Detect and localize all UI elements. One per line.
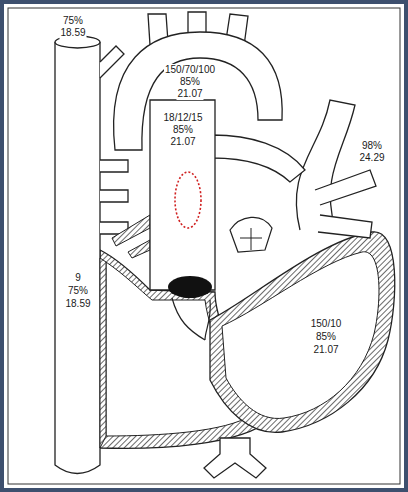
measurement-label: 9	[74, 272, 82, 284]
measurement-label: 21.07	[312, 344, 339, 356]
valve-leaflets	[172, 298, 210, 340]
measurement-label: 85%	[172, 124, 194, 136]
measurement-label: 75%	[62, 15, 84, 27]
measurement-label: 150/70/100	[164, 64, 216, 76]
measurement-label: 21.07	[176, 88, 203, 100]
inner-frame	[8, 8, 400, 484]
measurement-label: 85%	[315, 331, 337, 343]
left-ventricle-apex	[296, 100, 355, 230]
right-pulmonary-branches	[100, 160, 128, 234]
measurement-label: 18.59	[59, 27, 86, 39]
measurement-label: 21.07	[169, 136, 196, 148]
aortic-valve	[230, 217, 272, 252]
aorta-bifurcation	[204, 438, 266, 478]
valve-stenosis	[168, 276, 212, 298]
measurement-label: 98%	[361, 140, 383, 152]
left-ventricle-cavity	[222, 252, 379, 419]
measurement-label: 150/10	[310, 318, 343, 330]
pulmonary-artery	[150, 100, 215, 290]
valve-detail	[240, 228, 262, 250]
dilatation-marker	[175, 172, 201, 228]
pulmonary-veins	[315, 170, 376, 238]
measurement-label: 18/12/15	[163, 112, 204, 124]
vena-cava	[55, 42, 100, 474]
left-pulmonary-artery	[212, 135, 305, 182]
pulmonary-stub	[112, 215, 150, 246]
measurement-label: 75%	[67, 285, 89, 297]
measurement-label: 18.59	[64, 298, 91, 310]
left-ventricle-wall	[210, 232, 395, 433]
pulmonary-stub	[128, 240, 150, 258]
svc-branch	[100, 46, 124, 78]
measurement-label: 85%	[179, 76, 201, 88]
atrial-wall	[100, 258, 106, 448]
measurement-label: 24.29	[358, 152, 385, 164]
